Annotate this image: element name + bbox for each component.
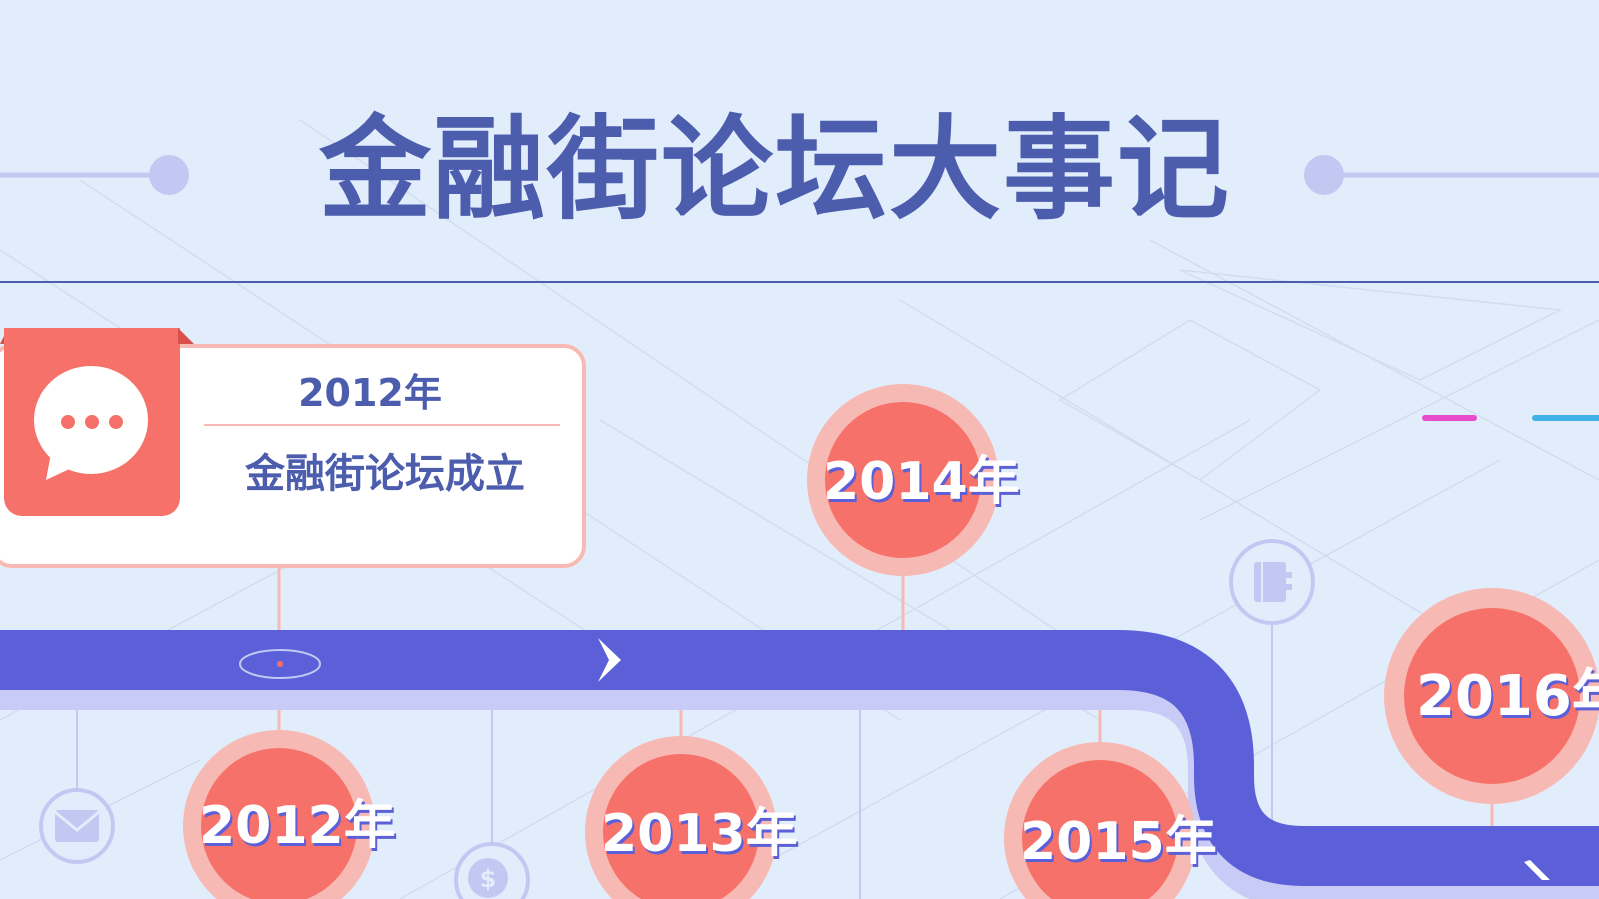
card-year: 2012年 xyxy=(298,371,442,415)
card-ribbon-right xyxy=(178,328,194,344)
year-node-2015 xyxy=(1004,742,1196,899)
year-node-2012 xyxy=(183,730,375,899)
year-label-2013: 2013年 xyxy=(601,804,798,864)
year-label-2014: 2014年 xyxy=(823,452,1020,512)
chevron-right-icon xyxy=(598,638,621,682)
envelope-icon xyxy=(39,788,115,864)
year-node-2013 xyxy=(585,736,777,899)
svg-text:$: $ xyxy=(480,865,497,893)
dollar-coin-icon: $ xyxy=(454,842,530,899)
card-divider xyxy=(204,424,560,426)
year-label-2012: 2012年 xyxy=(199,796,396,856)
page-title: 金融街论坛大事记 xyxy=(319,105,1231,235)
card-event-text: 金融街论坛成立 xyxy=(245,451,525,497)
title-dot-left xyxy=(149,155,189,195)
year-label-2016: 2016年 xyxy=(1416,664,1599,729)
year-node-2016 xyxy=(1384,588,1599,804)
notebook-icon xyxy=(1229,539,1315,625)
title-dot-right xyxy=(1304,155,1344,195)
year-label-2015: 2015年 xyxy=(1020,812,1217,872)
year-node-2014 xyxy=(807,384,999,576)
